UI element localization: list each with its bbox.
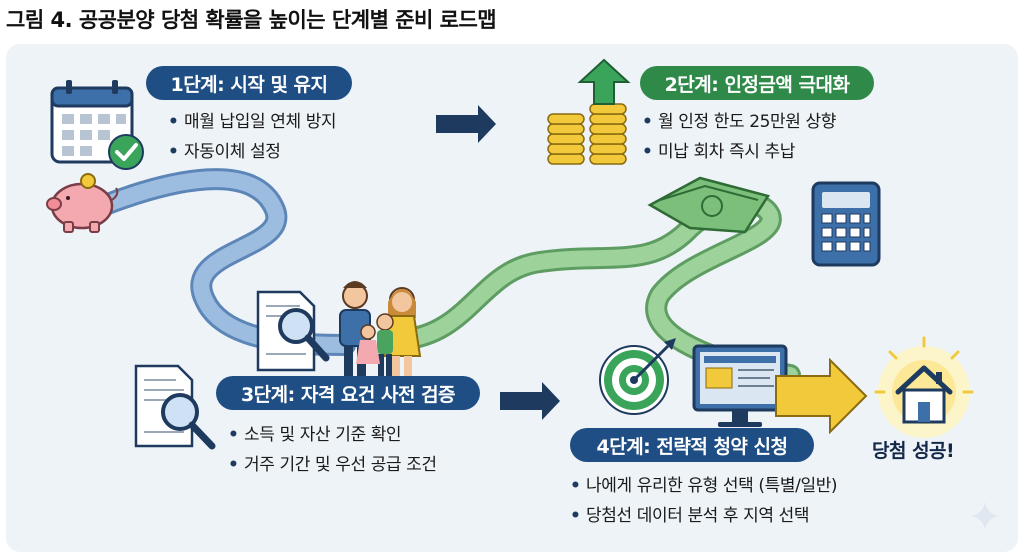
- list-item: 미납 회차 즉시 추납: [642, 137, 836, 167]
- step-4-list: 나에게 유리한 유형 선택 (특별/일반) 당첨선 데이터 분석 후 지역 선택: [570, 471, 838, 531]
- list-item: 거주 기간 및 우선 공급 조건: [228, 450, 437, 480]
- target-icon: [599, 338, 676, 415]
- house-icon: [874, 336, 974, 438]
- arrow-to-goal: [775, 357, 868, 435]
- calculator-icon: [811, 181, 881, 267]
- list-item: 월 인정 한도 25만원 상향: [642, 107, 836, 137]
- list-item: 매월 납입일 연체 방지: [168, 107, 337, 137]
- growth-arrow-icon: [577, 58, 631, 105]
- goal-label: 당첨 성공!: [872, 440, 955, 462]
- calendar-check-icon: [50, 80, 144, 170]
- list-item: 소득 및 자산 기준 확인: [228, 420, 437, 450]
- step-2-list: 월 인정 한도 25만원 상향 미납 회차 즉시 추납: [642, 107, 836, 167]
- monitor-icon: [692, 344, 788, 427]
- step-3-label: 3단계: 자격 요건 사전 검증: [216, 376, 480, 410]
- list-item: 당첨선 데이터 분석 후 지역 선택: [570, 501, 837, 531]
- family-icon: [339, 281, 422, 380]
- arrow-step3-to-4: [500, 382, 560, 420]
- sparkle-icon: [971, 502, 999, 530]
- step-3-list: 소득 및 자산 기준 확인 거주 기간 및 우선 공급 조건: [228, 420, 437, 480]
- piggy-bank-icon: [46, 173, 119, 233]
- arrow-step1-to-2: [436, 105, 496, 143]
- document-magnifier-icon: [134, 364, 216, 450]
- step-2-label: 2단계: 인정금액 극대화: [640, 66, 874, 100]
- document-magnifier-icon: [256, 290, 330, 372]
- money-bills-icon: [647, 176, 770, 234]
- step-1-label: 1단계: 시작 및 유지: [146, 66, 352, 100]
- step-4-label: 4단계: 전략적 청약 신청: [570, 428, 814, 462]
- step-1-list: 매월 납입일 연체 방지 자동이체 설정: [168, 107, 337, 167]
- list-item: 자동이체 설정: [168, 137, 336, 167]
- page-title: 그림 4. 공공분양 당첨 확률을 높이는 단계별 준비 로드맵: [6, 8, 497, 32]
- coin-stack-icon: [547, 103, 627, 165]
- list-item: 나에게 유리한 유형 선택 (특별/일반): [570, 471, 838, 501]
